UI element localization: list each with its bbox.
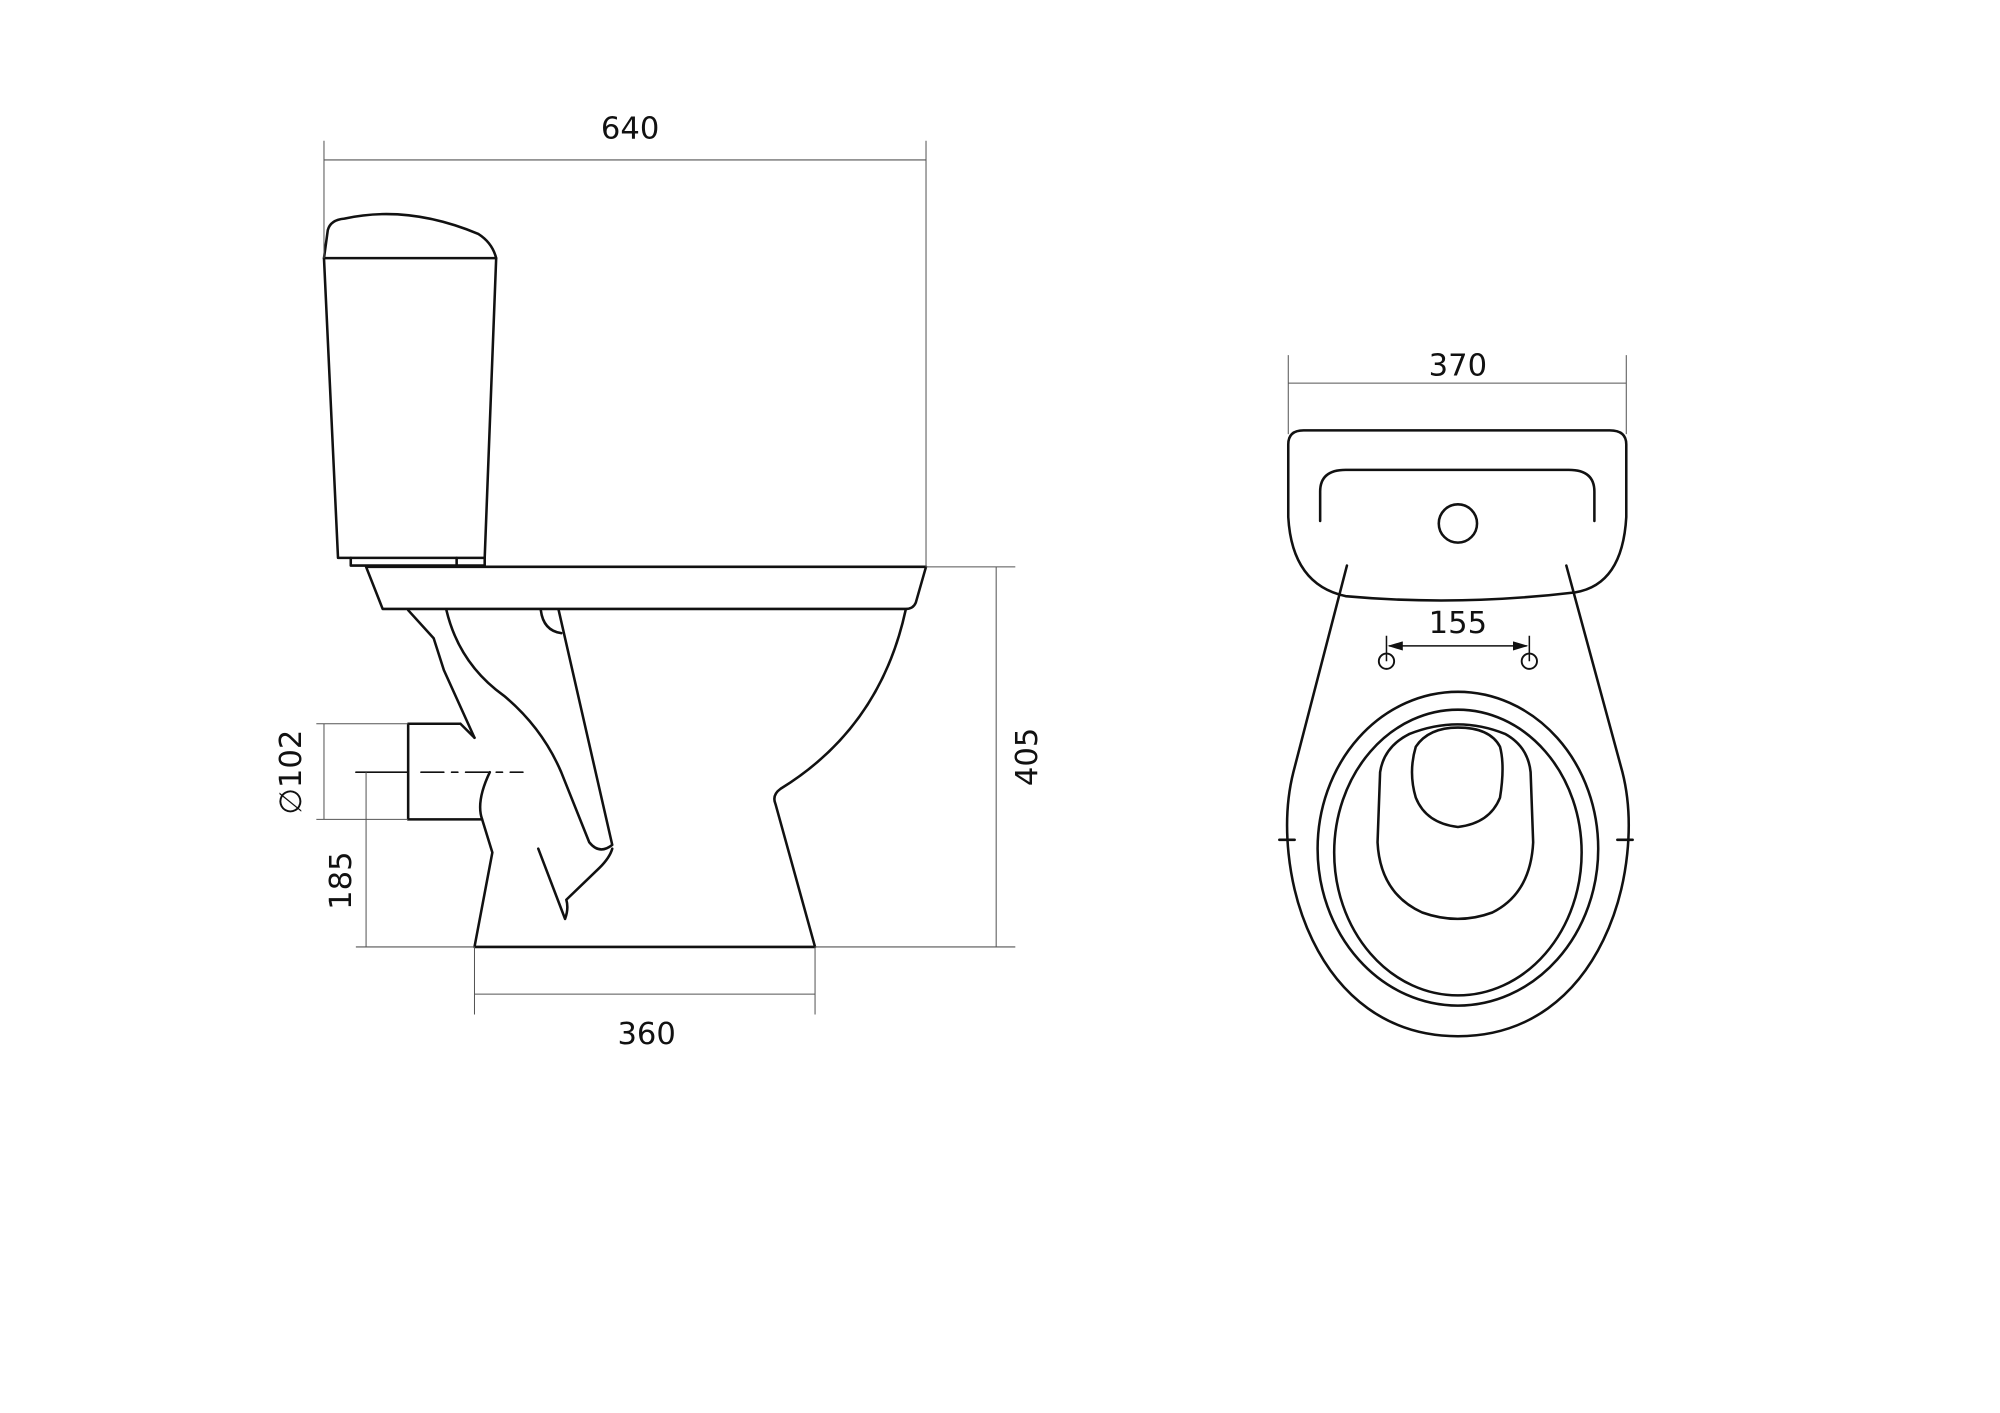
tank-top [1286,429,1628,602]
tank-side [322,212,498,567]
dimension-overall-length: 640 [601,111,659,146]
top-view: 370 155 [1278,349,1634,1038]
dimension-outlet-diameter: ∅102 [274,730,309,815]
dimension-seat-hole-spacing: 155 [1429,606,1487,641]
dimension-outlet-height: 185 [324,851,359,909]
side-view: 640 360 405 ∅102 185 [274,111,1045,1052]
bowl-side [355,565,928,949]
dimension-base-width: 360 [617,1017,675,1052]
dimension-height: 405 [1010,728,1045,786]
dimension-lines-side [316,140,1016,1015]
dimension-overall-width: 370 [1429,349,1487,384]
dimension-lines-top [1287,355,1627,662]
bowl-top [1278,564,1634,1038]
flush-button [1437,503,1479,544]
